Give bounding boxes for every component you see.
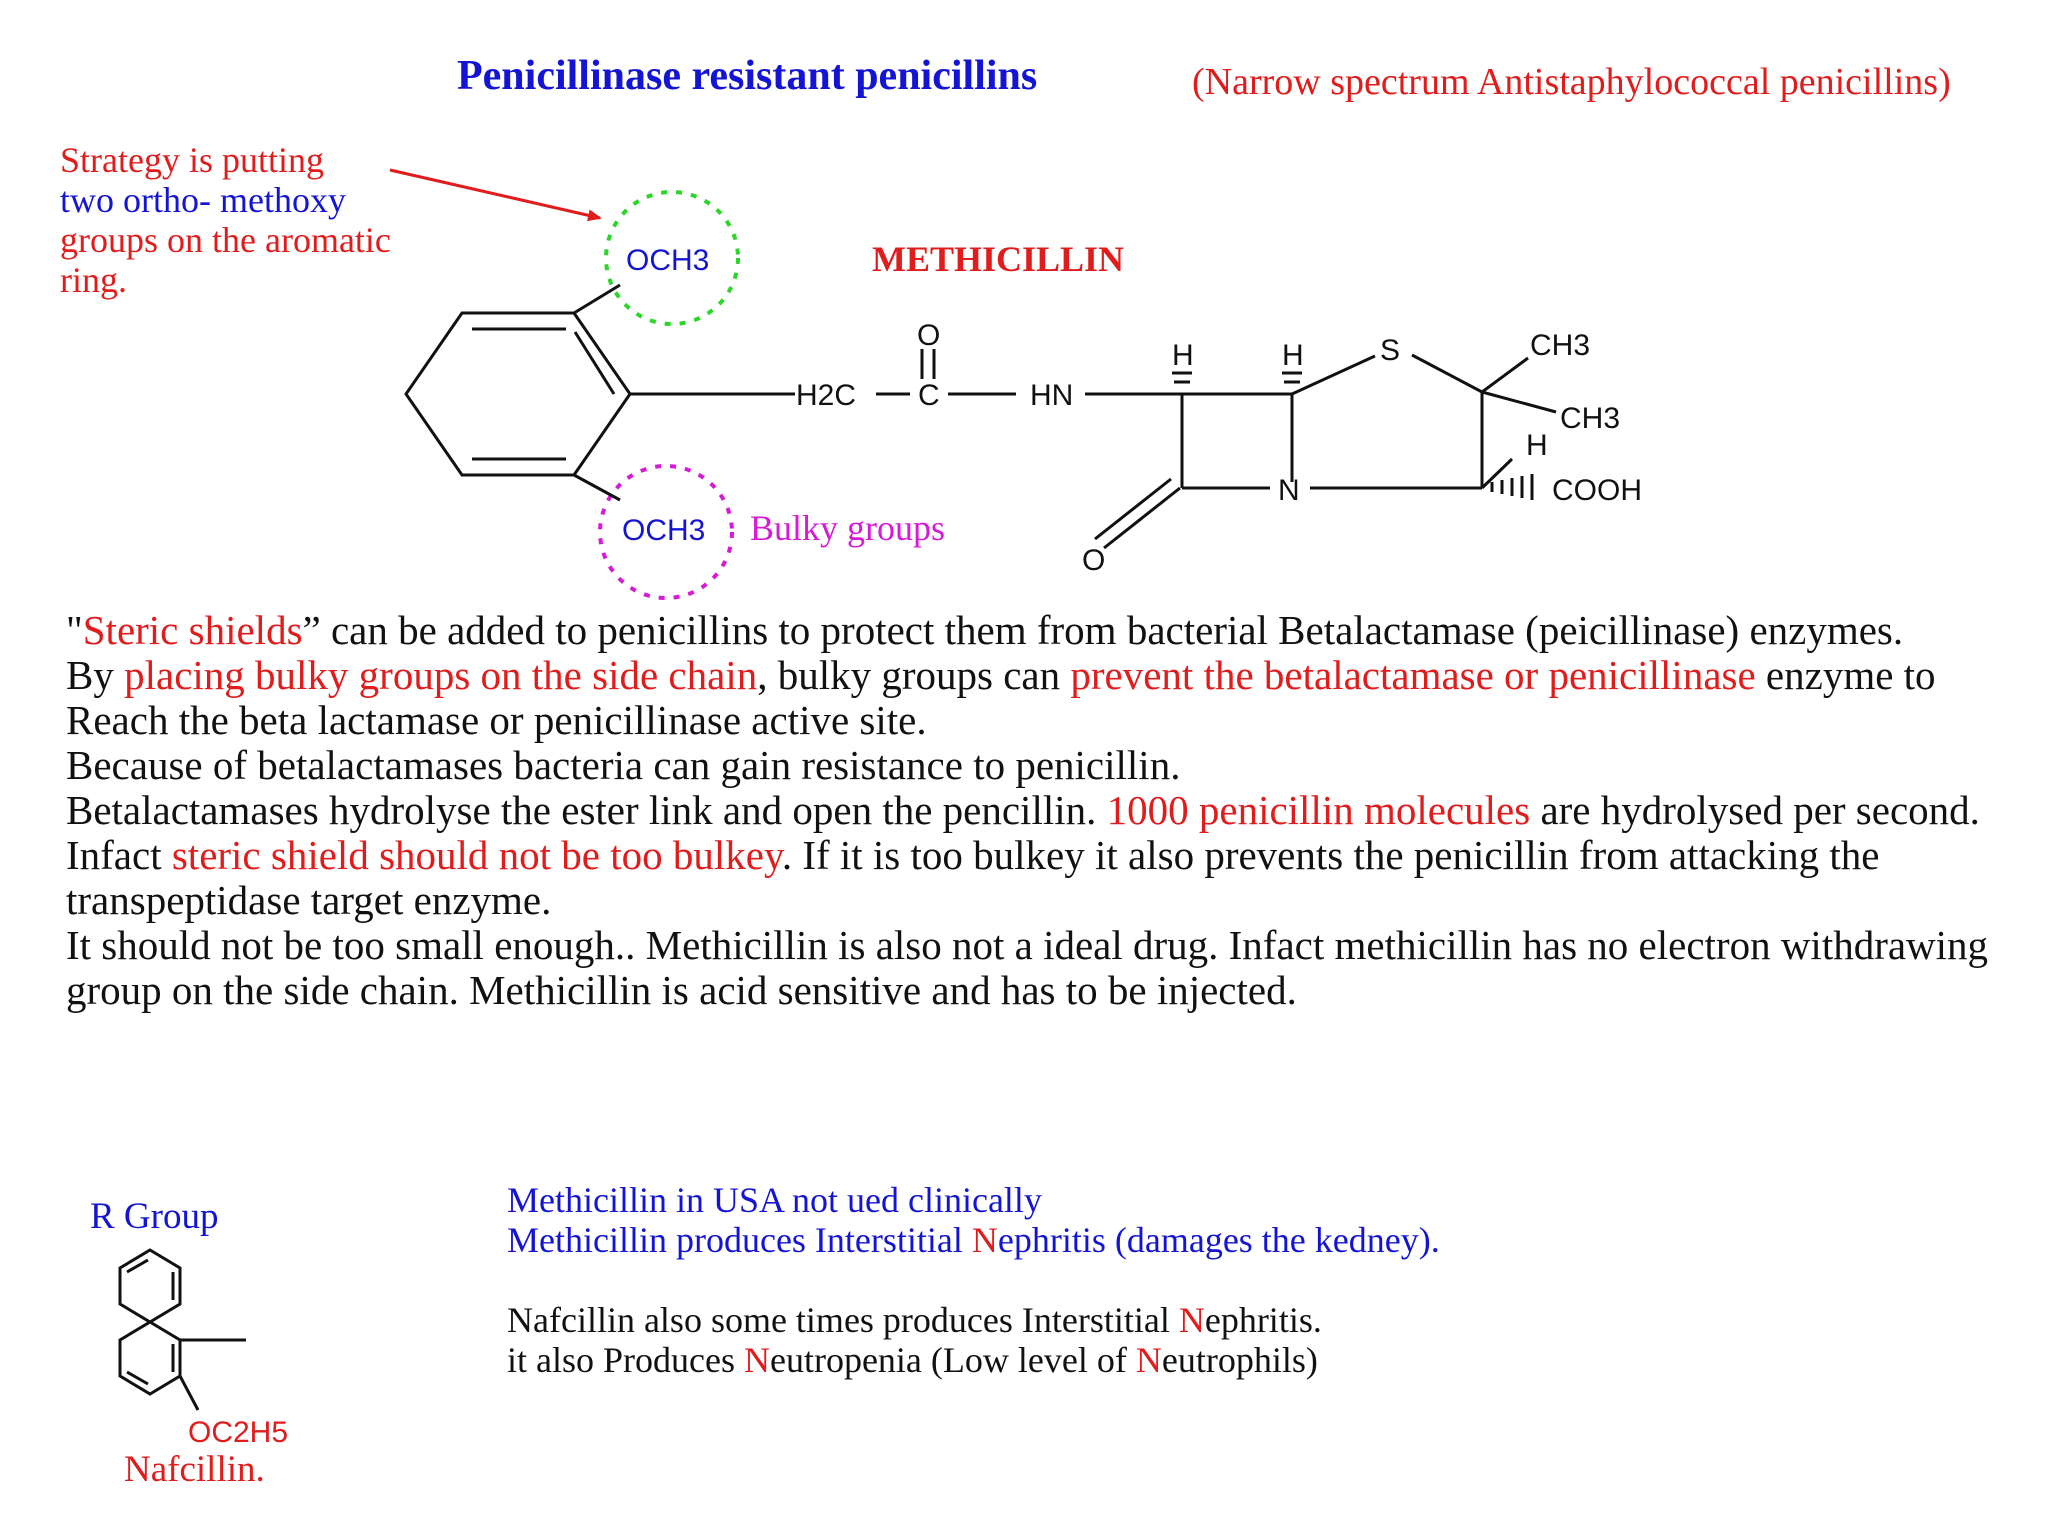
ch3-bottom-label: CH3 (1560, 402, 1620, 435)
note-2-text-a: Methicillin produces Interstitial (507, 1220, 972, 1260)
note-4-text-a: it also Produces (507, 1340, 744, 1380)
bottom-methoxy-highlight (598, 464, 734, 600)
structure-bonds (573, 283, 1557, 550)
page-title: Penicillinase resistant penicillins (457, 53, 1038, 99)
carbonyl-o-label: O (917, 319, 940, 352)
p1-highlight: Steric shields (82, 607, 303, 653)
strategy-text-3: groups on the aromatic (60, 220, 391, 260)
strategy-text-4: ring. (60, 260, 127, 300)
p2-text-a: By (66, 652, 125, 698)
note-2-letter: N (971, 1220, 998, 1260)
s-label: S (1380, 334, 1400, 367)
p4-highlight: 1000 penicillin molecules (1106, 787, 1531, 833)
nafcillin-name: Nafcillin. (124, 1449, 265, 1490)
h2-label: H (1282, 339, 1304, 372)
p1-text-a: " (66, 607, 83, 653)
r-group-title: R Group (90, 1196, 219, 1237)
strategy-text-2: two ortho- methoxy (60, 180, 346, 220)
paragraph-2: By placing bulky groups on the side chai… (66, 653, 2026, 743)
note-4-text-c: eutropenia (Low level of (769, 1340, 1136, 1380)
clinical-notes: Methicillin in USA not ued clinically Me… (507, 1180, 2007, 1380)
note-3-text-c: ephritis. (1204, 1300, 1322, 1340)
top-methoxy-highlight (604, 190, 740, 326)
p2-text-c: , bulky groups can (757, 652, 1071, 698)
explanation-paragraphs: "Steric shields” can be added to penicil… (66, 608, 2026, 1013)
nafcillin-oc2h5-label: OC2H5 (188, 1416, 288, 1449)
hn-label: HN (1030, 379, 1073, 412)
p2-text-e: enzyme to Reach the beta lactamase or pe… (66, 652, 1936, 743)
och3-bottom-label: OCH3 (622, 514, 705, 547)
note-2: Methicillin produces Interstitial Nephri… (507, 1220, 2007, 1260)
note-4-letter-2: N (1135, 1340, 1162, 1380)
p5-text-c: . If it is too bulkey it also prevents t… (66, 832, 1880, 923)
p4-text-a: Betalactamases hydrolyse the ester link … (66, 787, 1107, 833)
och3-top-label: OCH3 (626, 244, 709, 277)
p4-text-c: are hydrolysed per second. (1530, 787, 1980, 833)
note-4: it also Produces Neutropenia (Low level … (507, 1340, 2007, 1380)
paragraph-4: Betalactamases hydrolyse the ester link … (66, 788, 2026, 833)
lactam-o-label: O (1082, 544, 1105, 577)
cooh-label: COOH (1552, 474, 1642, 507)
h3-label: H (1526, 429, 1548, 462)
note-4-text-e: eutrophils) (1161, 1340, 1318, 1380)
h1-label: H (1172, 339, 1194, 372)
ch3-top-label: CH3 (1530, 329, 1590, 362)
bulky-groups-label: Bulky groups (750, 508, 945, 548)
paragraph-6: It should not be too small enough.. Meth… (66, 922, 1989, 1013)
note-3-letter: N (1178, 1300, 1205, 1340)
p1-text-c: ” can be added to penicillins to protect… (302, 607, 1904, 653)
stereo-hash-bonds (1172, 371, 1534, 500)
note-2-text-c: ephritis (damages the kedney). (997, 1220, 1440, 1260)
paragraph-1: "Steric shields” can be added to penicil… (66, 608, 2026, 653)
strategy-arrow (389, 168, 602, 222)
p2-highlight-2: prevent the betalactamase or penicillina… (1070, 652, 1756, 698)
note-1: Methicillin in USA not ued clinically (507, 1180, 1042, 1220)
p5-highlight: steric shield should not be too bulkey (171, 832, 782, 878)
carbonyl-c-label: C (918, 379, 940, 412)
note-4-letter-1: N (743, 1340, 770, 1380)
paragraph-3: Because of betalactamases bacteria can g… (66, 742, 1181, 788)
benzene-ring (404, 311, 632, 477)
note-3-text-a: Nafcillin also some times produces Inter… (507, 1300, 1179, 1340)
subtitle: (Narrow spectrum Antistaphylococcal peni… (1192, 61, 1951, 103)
note-3: Nafcillin also some times produces Inter… (507, 1300, 2007, 1340)
paragraph-5: Infact steric shield should not be too b… (66, 833, 2026, 923)
p2-highlight-1: placing bulky groups on the side chain (124, 652, 758, 698)
h2c-label: H2C (796, 379, 856, 412)
strategy-text-1: Strategy is putting (60, 140, 324, 180)
molecule-name: METHICILLIN (872, 239, 1125, 279)
ring-n-label: N (1278, 474, 1300, 507)
p5-text-a: Infact (66, 832, 172, 878)
nafcillin-structure (118, 1248, 246, 1411)
